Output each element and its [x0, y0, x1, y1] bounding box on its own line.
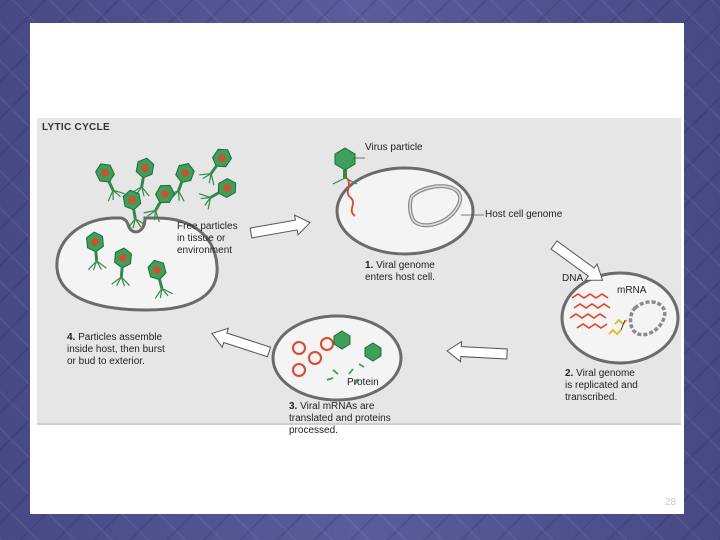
step-4-caption: 4. Particles assemble inside host, then …: [67, 332, 165, 367]
label-mrna: mRNA: [617, 285, 647, 296]
host-cell-step3: [271, 314, 403, 402]
host-cell-step1: [335, 166, 475, 256]
virus-particle-attaching: [332, 147, 358, 217]
label-host-cell-genome: Host cell genome: [485, 209, 563, 220]
label-virus-particle: Virus particle: [365, 142, 423, 153]
label-dna: DNA: [562, 273, 584, 284]
arrow-replication-to-translation: [446, 340, 509, 365]
slide: LYTIC CYCLE Virus particle Host cell gen…: [30, 23, 684, 514]
figure-title: LYTIC CYCLE: [42, 122, 110, 133]
lytic-cycle-figure: LYTIC CYCLE Virus particle Host cell gen…: [37, 118, 681, 436]
step-1-caption: 1. Viral genome enters host cell.: [365, 260, 436, 283]
lytic-cycle-diagram: [55, 144, 680, 402]
label-free-particles: Free particles in tissue or environment: [177, 221, 238, 256]
step-3-caption: 3. Viral mRNAs are translated and protei…: [289, 401, 391, 436]
replicated-viral-dna: [569, 293, 611, 329]
step-2-caption: 2. Viral genome is replicated and transc…: [565, 368, 638, 403]
arrow-release-to-entry: [248, 212, 313, 244]
viral-proteins: [292, 330, 382, 385]
viral-mrna: [608, 318, 628, 336]
label-protein: Protein: [347, 377, 379, 388]
arrow-translation-to-assembly: [208, 323, 273, 363]
slide-page-number: 28: [664, 497, 676, 508]
